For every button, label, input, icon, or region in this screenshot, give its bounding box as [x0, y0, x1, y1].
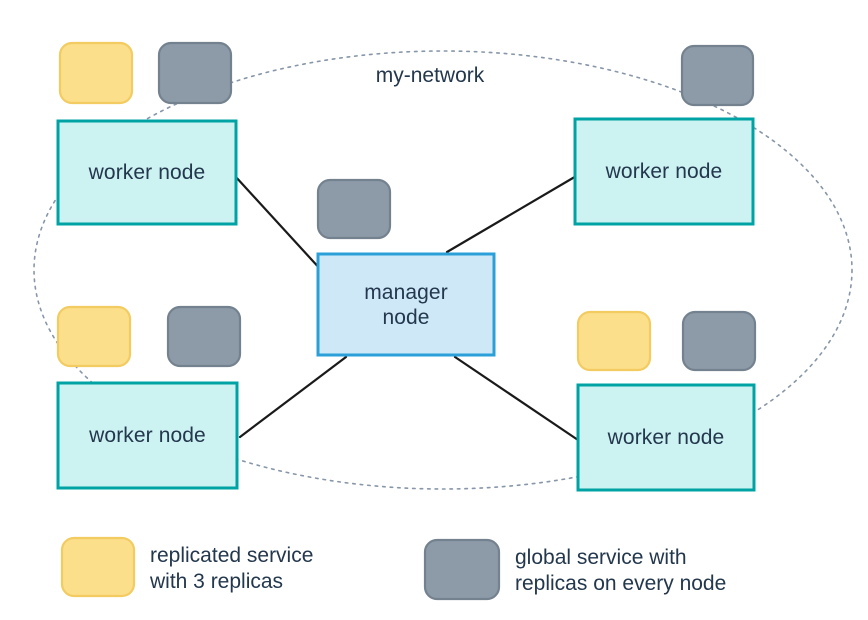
node-box-worker-top-right[interactable]: [573, 117, 755, 226]
network-boundary-ellipse: [33, 50, 853, 490]
service-square-global-top-left[interactable]: [157, 41, 233, 105]
edge-worker-bottom-right-to-manager: [453, 355, 580, 442]
service-squares: [56, 41, 757, 372]
service-square-replica-top-left[interactable]: [58, 41, 134, 105]
service-square-replica-bottom-left[interactable]: [56, 305, 132, 368]
service-square-replica-bottom-right[interactable]: [576, 310, 652, 372]
service-square-global-bottom-left[interactable]: [166, 305, 242, 368]
node-boxes: [56, 117, 756, 492]
legend-swatches: [60, 536, 501, 601]
network-boundary: [33, 50, 853, 490]
legend-text-global: global service with replicas on every no…: [515, 546, 727, 595]
service-square-global-bottom-right[interactable]: [681, 310, 757, 372]
service-square-global-top-right[interactable]: [680, 44, 755, 107]
node-box-manager[interactable]: [316, 252, 496, 357]
network-label: my-network: [375, 64, 485, 87]
node-box-worker-top-left[interactable]: [56, 119, 238, 226]
legend-swatch-replicated: [60, 536, 136, 598]
legend-text-replicated: replicated service with 3 replicas: [150, 544, 314, 593]
edge-lines: [233, 173, 580, 442]
edge-worker-top-left-to-manager: [233, 174, 324, 273]
service-square-global-center[interactable]: [316, 178, 392, 240]
legend-swatch-global: [423, 538, 501, 601]
edge-worker-bottom-left-to-manager: [238, 355, 348, 439]
edge-worker-top-right-to-manager: [445, 173, 580, 254]
node-box-worker-bottom-left[interactable]: [56, 381, 239, 490]
node-box-worker-bottom-right[interactable]: [576, 383, 756, 492]
